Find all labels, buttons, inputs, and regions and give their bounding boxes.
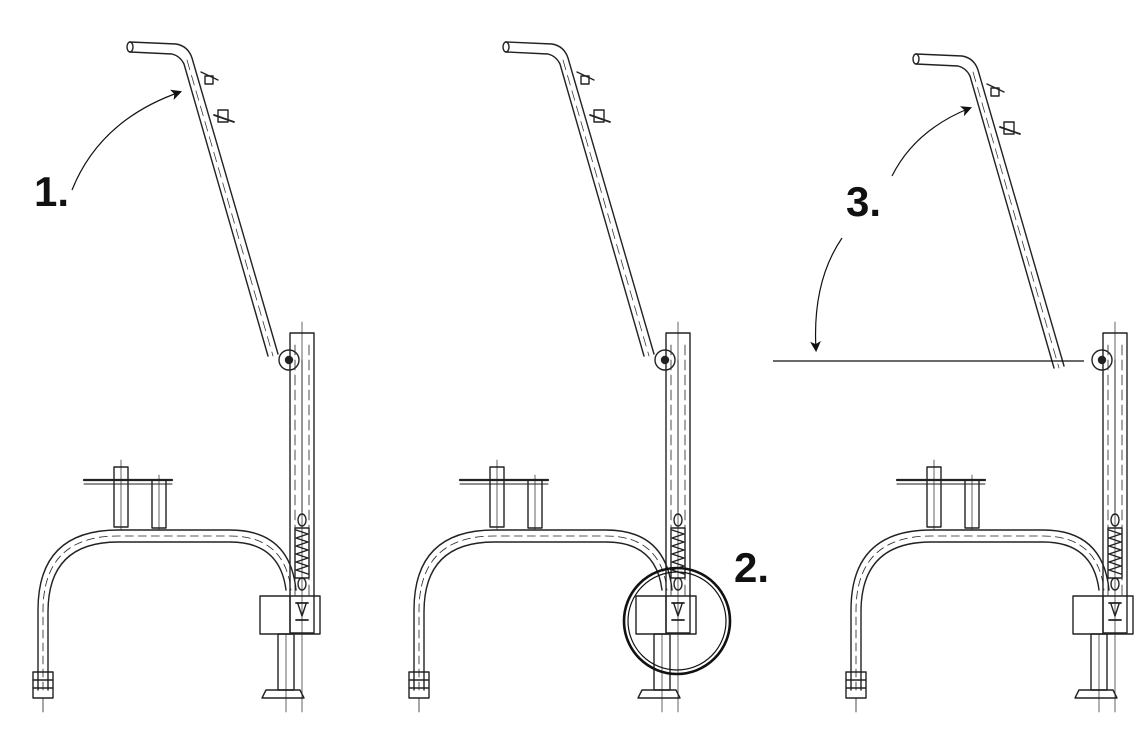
- highlight-circle-icon: [622, 566, 732, 676]
- step-1-label: 1.: [34, 168, 69, 215]
- step-2-label: 2.: [734, 544, 769, 591]
- step-3-label: 3.: [846, 178, 881, 225]
- stand-panel-1: [31, 41, 322, 714]
- stand-panel-3: [844, 53, 1135, 714]
- curved-arrow-icon: [71, 89, 183, 191]
- double-curved-arrow-icon: [810, 106, 973, 353]
- stand-panel-2: [407, 41, 698, 714]
